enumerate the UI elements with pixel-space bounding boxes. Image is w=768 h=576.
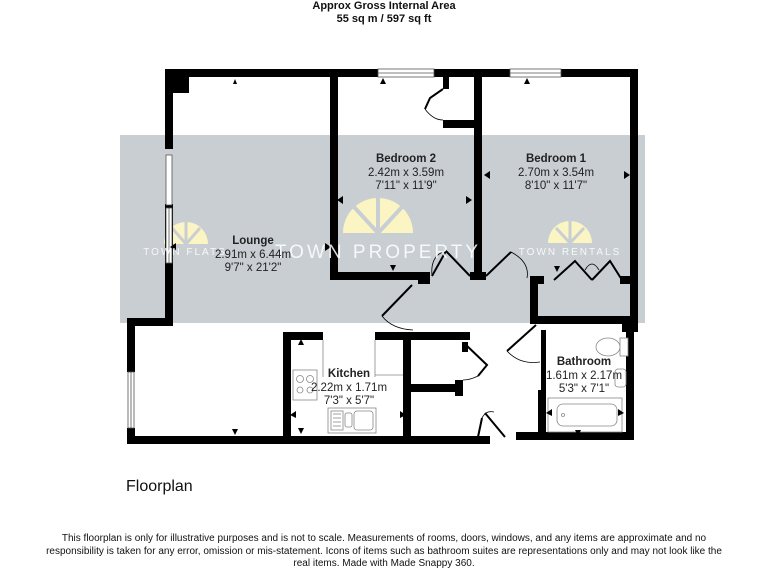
room-name: Kitchen xyxy=(327,368,371,380)
area-value: 55 sq m / 597 sq ft xyxy=(336,13,432,25)
room-name: Bathroom xyxy=(556,356,612,368)
basin-icon xyxy=(614,368,627,388)
hob-icon xyxy=(292,369,318,401)
bathroom-fixtures xyxy=(547,337,629,433)
room-label-lounge: Lounge 2.91m x 6.44m 9'7" x 21'2" xyxy=(215,235,291,276)
kitchen-fixtures xyxy=(292,340,403,434)
room-metric: 1.61m x 2.17m xyxy=(545,369,623,382)
room-imperial: 8'10" x 11'7" xyxy=(524,180,588,192)
walls xyxy=(127,69,638,444)
room-imperial: 9'7" x 21'2" xyxy=(224,262,282,274)
room-label-bedroom-2: Bedroom 2 2.42m x 3.59m 7'11" x 11'9" xyxy=(368,153,444,194)
room-metric: 2.70m x 3.54m xyxy=(517,166,595,179)
watermark-right: TOWN RENTALS xyxy=(518,247,622,258)
watermark-center: TOWN PROPERTY xyxy=(274,242,482,263)
room-name: Bedroom 2 xyxy=(375,153,437,165)
room-metric: 2.22m x 1.71m xyxy=(310,381,388,394)
measure-markers xyxy=(170,78,630,436)
room-name: Lounge xyxy=(232,235,274,247)
room-imperial: 7'11" x 11'9" xyxy=(375,180,437,192)
room-label-kitchen: Kitchen 2.22m x 1.71m 7'3" x 5'7" xyxy=(311,368,387,409)
floorplan-drawing xyxy=(120,68,645,444)
watermark-logo-left xyxy=(164,222,208,245)
room-metric: 2.42m x 3.59m xyxy=(367,166,445,179)
watermark-logo-center xyxy=(343,198,413,235)
disclaimer-text: This floorplan is only for illustrative … xyxy=(46,533,722,569)
room-imperial: 7'3" x 5'7" xyxy=(323,395,375,407)
floorplan-title: Floorplan xyxy=(126,478,193,495)
watermark-left: TOWN FLATS xyxy=(143,247,227,258)
area-title: Approx Gross Internal Area xyxy=(312,0,456,12)
area-header: Approx Gross Internal Area 55 sq m / 597… xyxy=(0,0,768,26)
doors xyxy=(381,88,623,438)
room-metric: 2.91m x 6.44m xyxy=(214,248,292,261)
toilet-icon xyxy=(595,337,621,357)
room-label-bathroom: Bathroom 1.61m x 2.17m 5'3" x 7'1" xyxy=(546,356,622,397)
windows xyxy=(127,68,562,429)
room-name: Bedroom 1 xyxy=(525,153,587,165)
window-lounge-upper xyxy=(165,154,173,206)
watermark-logo-right xyxy=(548,221,592,245)
room-label-bedroom-1: Bedroom 1 2.70m x 3.54m 8'10" x 11'7" xyxy=(518,153,594,194)
room-imperial: 5'3" x 7'1" xyxy=(558,383,610,395)
